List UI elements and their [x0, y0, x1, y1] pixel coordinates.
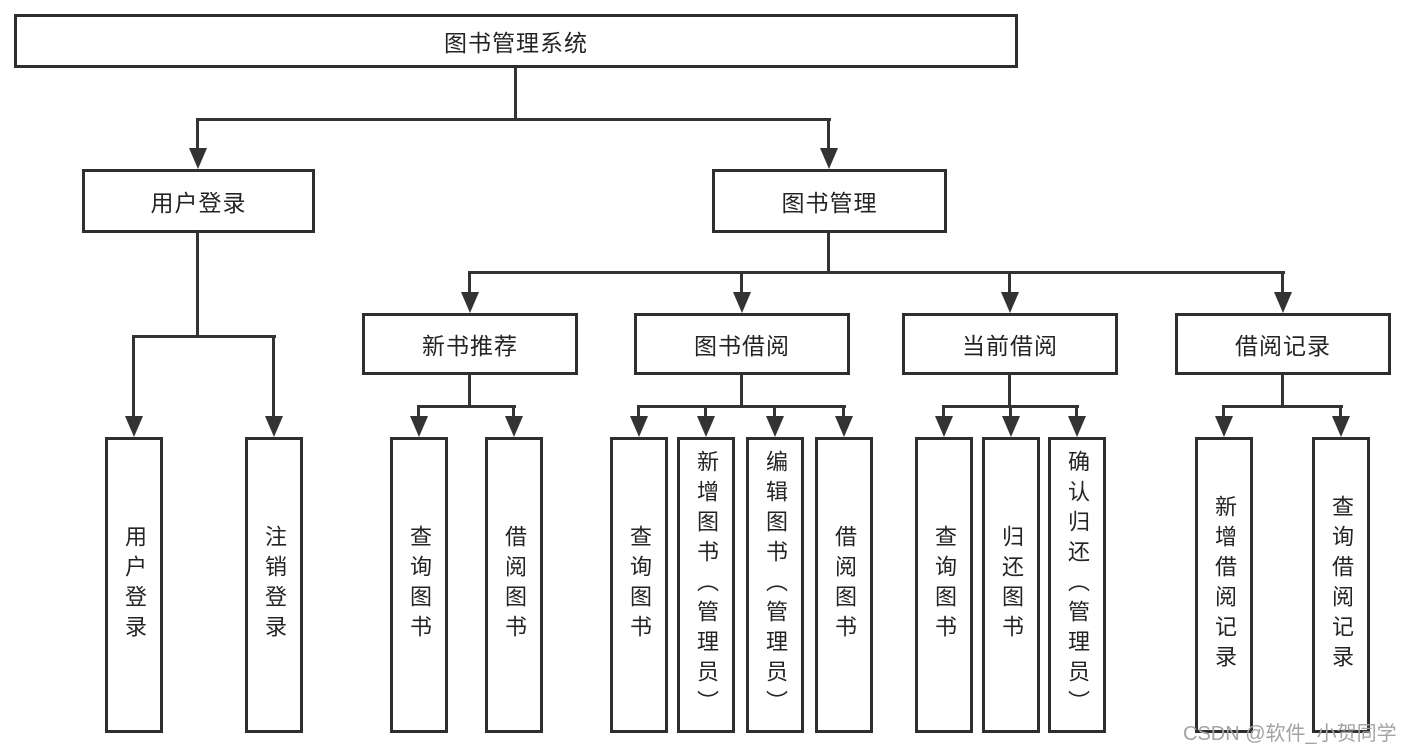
connector-line	[942, 408, 945, 416]
connector-line	[1009, 408, 1012, 416]
connector-line	[942, 405, 1079, 408]
arrowhead-icon	[461, 292, 479, 313]
arrowhead-icon	[1274, 292, 1292, 313]
node-book-management: 图书管理	[712, 169, 947, 233]
arrowhead-icon	[1001, 292, 1019, 313]
node-label: 新书推荐	[422, 333, 518, 359]
leaf-label: 查询图书	[932, 525, 957, 645]
leaf-query-books-borrow: 查询图书	[610, 437, 668, 733]
leaf-label: 借阅图书	[502, 525, 527, 645]
connector-line	[468, 274, 471, 292]
watermark: CSDN @软件_小贺同学	[1183, 723, 1397, 745]
connector-line	[740, 274, 743, 292]
connector-line	[468, 373, 471, 405]
node-label: 当前借阅	[962, 333, 1058, 359]
connector-line	[512, 408, 515, 416]
connector-line	[1281, 274, 1284, 292]
connector-line	[1008, 373, 1011, 405]
connector-line	[1222, 408, 1225, 416]
connector-line	[637, 408, 640, 416]
leaf-logout: 注销登录	[245, 437, 303, 733]
connector-line	[740, 373, 743, 405]
connector-line	[272, 338, 275, 416]
arrowhead-icon	[820, 148, 838, 169]
arrowhead-icon	[630, 416, 648, 437]
node-current-borrowing: 当前借阅	[902, 313, 1118, 375]
leaf-label: 编辑图书（管理员）	[763, 450, 788, 720]
node-label: 图书借阅	[694, 333, 790, 359]
connector-line	[514, 68, 517, 121]
arrowhead-icon	[1068, 416, 1086, 437]
connector-line	[417, 405, 516, 408]
arrowhead-icon	[265, 416, 283, 437]
connector-line	[1075, 408, 1078, 416]
connector-line	[704, 408, 707, 416]
connector-line	[1339, 408, 1342, 416]
node-label: 图书管理系统	[444, 30, 588, 56]
leaf-label: 新增图书（管理员）	[694, 450, 719, 720]
leaf-label: 借阅图书	[832, 525, 857, 645]
node-label: 用户登录	[150, 190, 247, 216]
connector-line	[637, 405, 846, 408]
arrowhead-icon	[125, 416, 143, 437]
leaf-label: 归还图书	[999, 525, 1024, 645]
arrowhead-icon	[733, 292, 751, 313]
connector-line	[1222, 405, 1343, 408]
connector-line	[773, 408, 776, 416]
arrowhead-icon	[935, 416, 953, 437]
connector-line	[842, 408, 845, 416]
node-label: 借阅记录	[1235, 333, 1331, 359]
connector-line	[827, 121, 830, 148]
leaf-user-login: 用户登录	[105, 437, 163, 733]
connector-line	[468, 271, 1285, 274]
connector-line	[827, 231, 830, 271]
connector-line	[1281, 373, 1284, 405]
node-borrowing-records: 借阅记录	[1175, 313, 1391, 375]
leaf-query-books-recommend: 查询图书	[390, 437, 448, 733]
connector-line	[417, 408, 420, 416]
arrowhead-icon	[505, 416, 523, 437]
arrowhead-icon	[697, 416, 715, 437]
connector-line	[196, 231, 199, 335]
arrowhead-icon	[1002, 416, 1020, 437]
leaf-borrow-books-recommend: 借阅图书	[485, 437, 543, 733]
arrowhead-icon	[410, 416, 428, 437]
leaf-edit-books-admin: 编辑图书（管理员）	[746, 437, 804, 733]
arrowhead-icon	[189, 148, 207, 169]
leaf-confirm-return-admin: 确认归还（管理员）	[1048, 437, 1106, 733]
arrowhead-icon	[1215, 416, 1233, 437]
leaf-label: 查询借阅记录	[1329, 495, 1354, 675]
leaf-add-books-admin: 新增图书（管理员）	[677, 437, 735, 733]
node-book-borrowing: 图书借阅	[634, 313, 850, 375]
leaf-label: 查询图书	[627, 525, 652, 645]
arrowhead-icon	[1332, 416, 1350, 437]
connector-line	[132, 335, 276, 338]
node-label: 图书管理	[781, 190, 878, 216]
leaf-label: 查询图书	[407, 525, 432, 645]
connector-line	[1008, 274, 1011, 292]
leaf-borrow-books: 借阅图书	[815, 437, 873, 733]
leaf-add-borrow-record: 新增借阅记录	[1195, 437, 1253, 733]
node-new-book-recommendation: 新书推荐	[362, 313, 578, 375]
leaf-label: 确认归还（管理员）	[1065, 450, 1090, 720]
arrowhead-icon	[835, 416, 853, 437]
connector-line	[196, 118, 831, 121]
arrowhead-icon	[766, 416, 784, 437]
connector-line	[132, 338, 135, 416]
leaf-label: 注销登录	[262, 525, 287, 645]
leaf-return-books: 归还图书	[982, 437, 1040, 733]
leaf-label: 新增借阅记录	[1212, 495, 1237, 675]
node-user-login: 用户登录	[82, 169, 315, 233]
leaf-query-books-current: 查询图书	[915, 437, 973, 733]
node-library-management-system: 图书管理系统	[14, 14, 1018, 68]
leaf-label: 用户登录	[122, 525, 147, 645]
leaf-query-borrow-record: 查询借阅记录	[1312, 437, 1370, 733]
connector-line	[196, 121, 199, 148]
